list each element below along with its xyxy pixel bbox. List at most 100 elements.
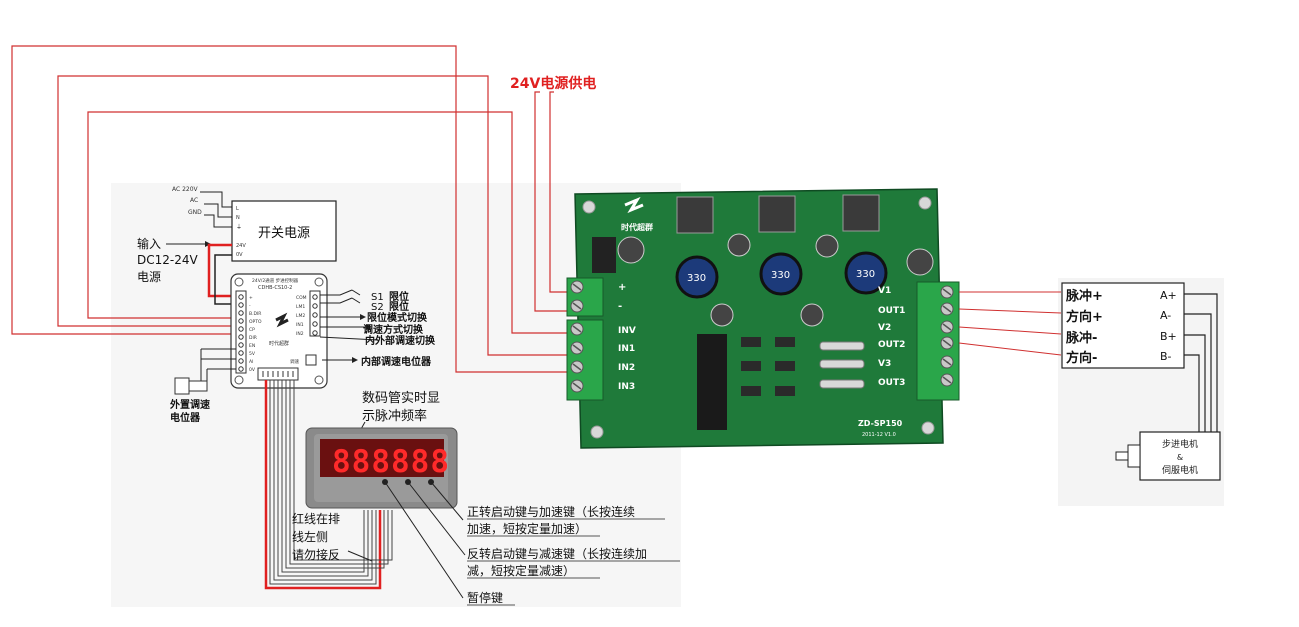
motor-driver-input-label: 脉冲+ [1065, 288, 1103, 304]
driver-model: ZD-SP150 [858, 419, 903, 428]
motor-flange [1127, 444, 1141, 468]
mount-hole [234, 277, 244, 287]
screw-slot [572, 302, 582, 310]
controller-right-pin-label: LM1 [296, 304, 305, 310]
screw-slot [572, 325, 582, 333]
limit-switch-wiring [200, 289, 379, 382]
signal-wires [11, 45, 575, 373]
motor-driver-output-label: B+ [1160, 330, 1177, 343]
ac-220v-label: AC 220V [172, 186, 199, 193]
driver-output-label: V1 [878, 286, 891, 296]
motor-label-line2: & [1177, 453, 1183, 462]
inductor-1 [675, 255, 719, 299]
controller-pin [312, 330, 318, 336]
controller-left-pin-label: + [249, 295, 253, 301]
s2-label: S2 [371, 302, 384, 313]
driver-brand: 时代超群 [621, 222, 653, 232]
controller-left-pin-label: OPTO [249, 319, 262, 325]
output-wires [958, 291, 1062, 356]
int-ext-label: 内外部调速切换 [365, 334, 436, 347]
s1-desc: 限位 [389, 290, 409, 303]
controller-left-pin-label: 0V [249, 367, 256, 373]
psu-terminal-l: L [236, 206, 239, 212]
controller-pin [238, 342, 244, 348]
internal-pot-label: 内部调速电位器 [361, 355, 432, 368]
switching-power-supply: 开关电源 L N ⏚ 24V 0V AC 220V AC GND [172, 186, 337, 262]
ribbon-note-line1: 红线在排 [292, 511, 340, 526]
driver-output-label: V3 [878, 359, 891, 369]
dc-power-wire-red [207, 243, 238, 298]
display-caption-line2: 示脉冲频率 [362, 408, 427, 424]
mount-hole [314, 375, 324, 385]
external-pot-line2: 电位器 [170, 411, 201, 424]
ribbon-note-line2: 线左侧 [292, 529, 328, 544]
key-callout-leaders [384, 481, 466, 599]
capacitor [710, 303, 734, 327]
controller-left-pin-label: DIR [249, 335, 257, 341]
controller-pin [312, 312, 318, 318]
controller-pin [312, 294, 318, 300]
controller-outline [230, 273, 328, 389]
led-display-module: 888888 [305, 427, 458, 509]
controller-left-pin-label: AI [249, 359, 253, 365]
s1-label: S1 [371, 292, 384, 303]
controller-brand: 时代超群 [269, 340, 289, 347]
capacitor [800, 303, 824, 327]
inductor-2-value: 330 [771, 270, 790, 281]
driver-date: 2011-12 V1.0 [862, 432, 896, 438]
regulator-chip [592, 237, 616, 273]
motor-driver-input-label: 方向- [1066, 350, 1097, 366]
key-reverse-line1: 反转启动键与减速键（长按连续加 [467, 546, 647, 561]
power-supply-title: 开关电源 [258, 226, 310, 241]
screw-slot [572, 344, 582, 352]
driver-output-label: V2 [878, 323, 891, 333]
controller-pin [238, 294, 244, 300]
ac-label: AC [190, 197, 198, 204]
ribbon-cable [264, 380, 393, 590]
capacitor [617, 236, 645, 264]
mount-hole [314, 277, 324, 287]
logo-icon [275, 312, 289, 328]
screw-slot [942, 288, 952, 296]
dc-input-line1: 输入 [137, 236, 161, 251]
screw-slot [572, 283, 582, 291]
speed-mode-label: 调速方式切换 [363, 323, 424, 336]
motor-driver-output-label: A- [1160, 309, 1171, 322]
pcb-mount-hole [918, 196, 932, 210]
controller-right-pin-label: COM [296, 295, 307, 301]
driver-input-label: IN2 [618, 363, 635, 373]
controller-header-line2: CDHB-CS10-2 [258, 285, 292, 291]
external-potentiometer [174, 377, 208, 395]
screw-slot [942, 339, 952, 347]
display-window [320, 439, 444, 477]
power-24v-label: 24V电源供电 [510, 75, 596, 92]
controller-pin [238, 310, 244, 316]
psu-terminal-0v: 0V [236, 252, 243, 258]
key-pause-label: 暂停键 [467, 590, 503, 605]
screw-slot [942, 305, 952, 313]
controller-pin [238, 326, 244, 332]
display-digits: 888888 [332, 444, 450, 480]
controller-pin [238, 358, 244, 364]
ribbon-note-leader [347, 550, 373, 562]
driver-board: 时代超群 330 330 330 ZD-SP150 2011-12 V1.0 [566, 188, 960, 449]
pcb-mount-hole [921, 421, 935, 435]
driver-input-label: IN1 [618, 344, 635, 354]
driver-output-label: OUT2 [878, 340, 905, 350]
controller-left-pin-label: 5V [249, 351, 256, 357]
controller-pin [238, 302, 244, 308]
gnd-label: GND [188, 209, 202, 216]
internal-pot-knob[interactable] [305, 354, 317, 366]
limit-mode-label: 限位模式切换 [367, 311, 428, 324]
motor-driver-outline [1061, 282, 1185, 369]
controller-board: 24V/2通道 步进控制器 CDHB-CS10-2 时代超群 +-B.DIROP… [230, 273, 328, 389]
capacitor [906, 248, 934, 276]
motor-driver-output-label: A+ [1160, 289, 1177, 302]
inductor-1-value: 330 [687, 273, 706, 284]
motor-driver-input-label: 方向+ [1066, 309, 1103, 325]
speed-mode-arrowhead [366, 324, 372, 330]
driver-output-label: OUT3 [878, 378, 905, 388]
external-pot-line1: 外置调速 [169, 398, 210, 411]
key-forward-line2: 加速，短按定量加速） [467, 521, 587, 536]
